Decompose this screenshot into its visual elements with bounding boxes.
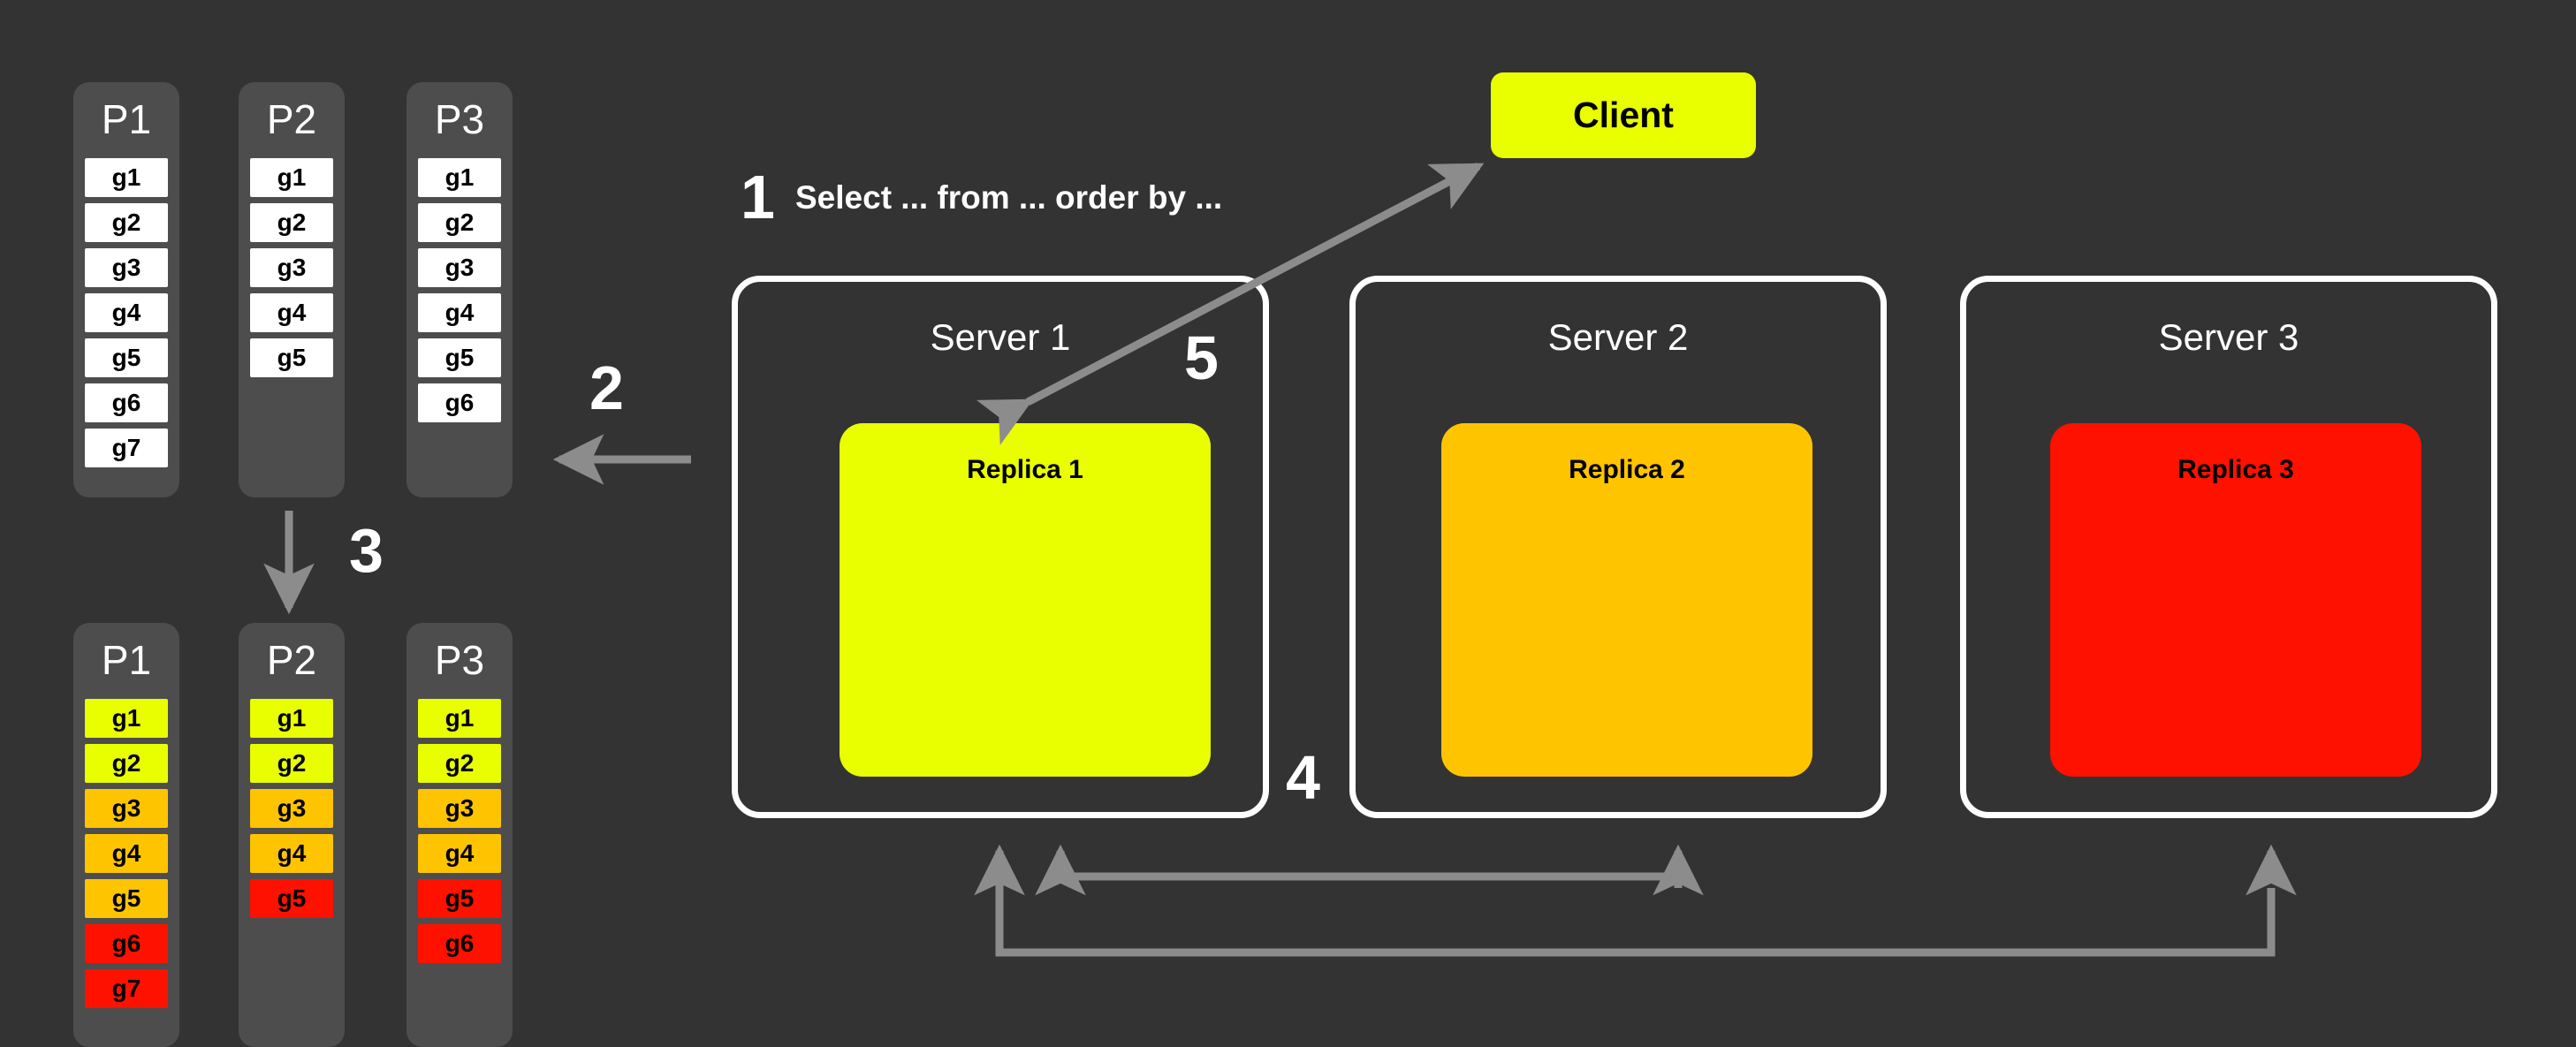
partition-cell: g2 bbox=[250, 203, 333, 242]
partition-cell: g6 bbox=[418, 924, 501, 963]
partition-cell-stack: g1 g2 g3 g4 g5 g6 bbox=[418, 699, 501, 969]
partition-cell: g4 bbox=[418, 834, 501, 873]
server-title: Server 3 bbox=[2158, 316, 2299, 358]
partition-cell: g4 bbox=[418, 293, 501, 332]
partition-cell: g6 bbox=[418, 383, 501, 422]
partition-cell-stack: g1 g2 g3 g4 g5 g6 g7 bbox=[85, 699, 168, 1014]
step-number-3: 3 bbox=[349, 516, 384, 585]
partition-cell: g5 bbox=[418, 338, 501, 377]
server-box-2: Server 2 Replica 2 bbox=[1349, 276, 1887, 818]
partition-cell: g5 bbox=[250, 879, 333, 918]
partition-title: P1 bbox=[101, 637, 152, 683]
partition-cell: g3 bbox=[418, 789, 501, 828]
partition-cell: g7 bbox=[85, 429, 168, 467]
partition-cell: g3 bbox=[418, 248, 501, 287]
partition-title: P3 bbox=[434, 96, 485, 142]
partition-title: P3 bbox=[434, 637, 485, 683]
arrow-step-4-inner bbox=[1035, 844, 1683, 896]
partition-cell: g6 bbox=[85, 383, 168, 422]
partition-cell: g3 bbox=[250, 248, 333, 287]
partition-column-p1-bottom: P1 g1 g2 g3 g4 g5 g6 g7 bbox=[73, 623, 179, 1047]
partition-column-p3-top: P3 g1 g2 g3 g4 g5 g6 bbox=[407, 82, 513, 497]
partition-cell: g3 bbox=[250, 789, 333, 828]
replica-label: Replica 2 bbox=[1569, 455, 1685, 484]
partition-cell: g1 bbox=[250, 158, 333, 197]
replica-box-3: Replica 3 bbox=[2050, 423, 2421, 777]
partition-cell: g4 bbox=[250, 293, 333, 332]
step-1-query-text: Select ... from ... order by ... bbox=[795, 179, 1223, 216]
partition-cell: g5 bbox=[85, 338, 168, 377]
partition-column-p1-top: P1 g1 g2 g3 g4 g5 g6 g7 bbox=[73, 82, 179, 497]
partition-cell: g5 bbox=[85, 879, 168, 918]
partition-cell-stack: g1 g2 g3 g4 g5 bbox=[250, 158, 333, 383]
partition-cell: g1 bbox=[418, 699, 501, 738]
client-box[interactable]: Client bbox=[1491, 72, 1756, 158]
partition-cell: g1 bbox=[85, 158, 168, 197]
server-box-3: Server 3 Replica 3 bbox=[1960, 276, 2497, 818]
partition-cell: g1 bbox=[418, 158, 501, 197]
partition-cell: g1 bbox=[250, 699, 333, 738]
partition-cell: g2 bbox=[85, 203, 168, 242]
client-label: Client bbox=[1573, 95, 1674, 135]
partition-cell: g1 bbox=[85, 699, 168, 738]
partition-cell-stack: g1 g2 g3 g4 g5 bbox=[250, 699, 333, 924]
partition-cell: g2 bbox=[85, 744, 168, 783]
partition-cell: g3 bbox=[85, 789, 168, 828]
step-number-1: 1 bbox=[741, 163, 775, 231]
arrow-step-4-outer bbox=[974, 844, 2276, 957]
step-number-4: 4 bbox=[1286, 743, 1320, 812]
server-title: Server 2 bbox=[1547, 316, 1689, 358]
partition-cell: g2 bbox=[418, 744, 501, 783]
partition-title: P1 bbox=[101, 96, 152, 142]
step-number-5: 5 bbox=[1184, 323, 1219, 392]
partition-cell: g5 bbox=[250, 338, 333, 377]
partition-cell-stack: g1 g2 g3 g4 g5 g6 bbox=[418, 158, 501, 429]
partition-column-p2-top: P2 g1 g2 g3 g4 g5 bbox=[239, 82, 345, 497]
partition-cell: g7 bbox=[85, 969, 168, 1008]
partition-cell: g6 bbox=[85, 924, 168, 963]
partition-title: P2 bbox=[266, 637, 317, 683]
partition-cell: g4 bbox=[85, 834, 168, 873]
server-box-1: Server 1 Replica 1 bbox=[732, 276, 1269, 818]
partition-cell: g5 bbox=[418, 879, 501, 918]
partition-cell: g2 bbox=[418, 203, 501, 242]
replica-label: Replica 3 bbox=[2177, 455, 2294, 484]
partition-column-p3-bottom: P3 g1 g2 g3 g4 g5 g6 bbox=[407, 623, 513, 1047]
partition-cell: g3 bbox=[85, 248, 168, 287]
partition-cell: g2 bbox=[250, 744, 333, 783]
partition-title: P2 bbox=[266, 96, 317, 142]
partition-column-p2-bottom: P2 g1 g2 g3 g4 g5 bbox=[239, 623, 345, 1047]
replica-box-2: Replica 2 bbox=[1441, 423, 1812, 777]
partition-cell-stack: g1 g2 g3 g4 g5 g6 g7 bbox=[85, 158, 168, 474]
step-number-2: 2 bbox=[589, 353, 624, 422]
partition-cell: g4 bbox=[85, 293, 168, 332]
replica-box-1: Replica 1 bbox=[840, 423, 1211, 777]
replica-label: Replica 1 bbox=[967, 455, 1083, 484]
partition-cell: g4 bbox=[250, 834, 333, 873]
